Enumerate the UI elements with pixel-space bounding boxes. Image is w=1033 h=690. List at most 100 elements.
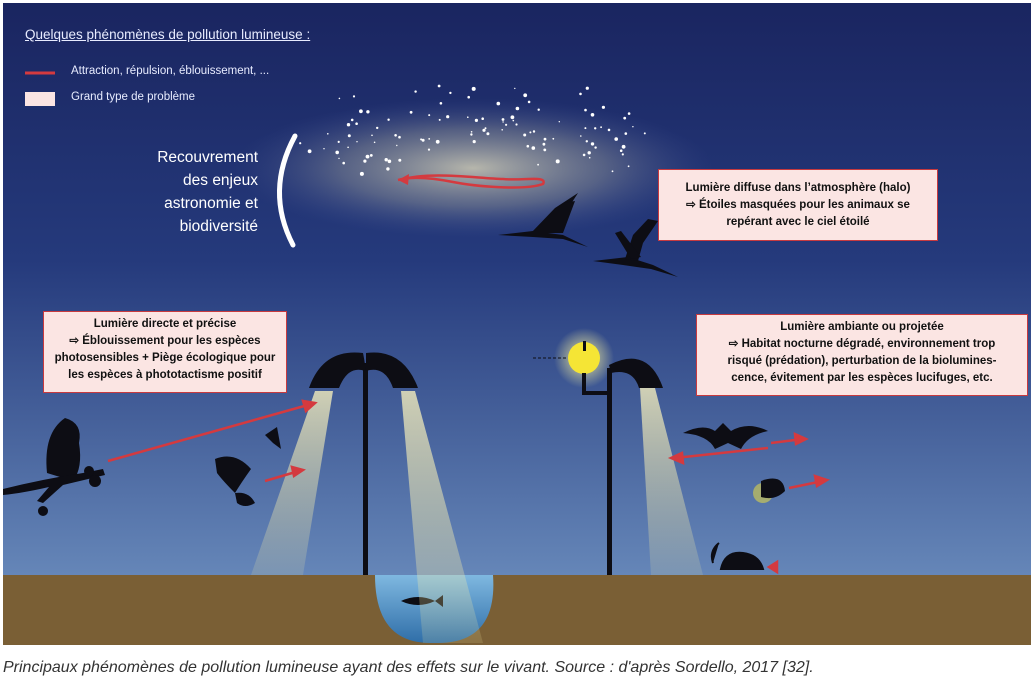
star <box>537 108 540 111</box>
star <box>373 141 376 144</box>
crane-bird-1 <box>498 193 588 247</box>
street-lamp-2 <box>533 328 663 575</box>
star <box>619 149 623 152</box>
star <box>470 131 473 133</box>
star <box>387 118 390 121</box>
mouse-silhouette <box>710 542 765 570</box>
star <box>594 127 597 130</box>
star <box>338 157 340 160</box>
moth-1 <box>265 427 281 449</box>
star <box>505 123 508 126</box>
ground <box>3 575 1031 645</box>
star <box>387 159 392 164</box>
star <box>467 95 471 99</box>
star <box>594 146 597 149</box>
star <box>427 148 431 151</box>
star <box>386 167 390 171</box>
lamp1-beam-right <box>401 391 483 643</box>
star <box>587 151 591 155</box>
star <box>523 93 528 98</box>
effect-arrows <box>107 399 830 575</box>
attraction-loop-arrow <box>397 174 545 189</box>
star <box>558 121 560 123</box>
legend-swatch-box <box>25 92 55 106</box>
star <box>369 154 373 157</box>
owl-on-branch <box>3 418 105 516</box>
star <box>437 84 441 88</box>
star <box>409 110 413 114</box>
star <box>510 115 515 120</box>
overlap-label: Recouvrement des enjeux astronomie et bi… <box>157 149 258 235</box>
star <box>537 163 539 166</box>
star <box>600 126 602 129</box>
star <box>474 118 478 122</box>
star <box>359 171 364 176</box>
star <box>501 129 504 131</box>
star <box>584 127 587 130</box>
star <box>532 130 536 133</box>
star <box>350 118 354 122</box>
star <box>394 134 397 137</box>
legend-title: Quelques phénomènes de pollution lumineu… <box>25 27 311 42</box>
star <box>376 126 379 130</box>
star <box>363 159 367 163</box>
star <box>526 144 530 148</box>
star <box>496 101 501 106</box>
firefly <box>753 478 785 503</box>
star <box>627 112 631 115</box>
star <box>435 139 440 144</box>
star <box>337 140 340 143</box>
ambient-light-box: Lumière ambiante ou projetée ⇨ Habitat n… <box>696 314 1028 396</box>
star <box>582 153 586 157</box>
star <box>347 146 349 149</box>
star <box>579 92 582 96</box>
star <box>384 158 388 162</box>
star <box>327 133 329 135</box>
star <box>580 135 582 137</box>
star <box>624 132 628 135</box>
star <box>299 142 302 145</box>
star <box>346 123 351 127</box>
star <box>514 87 516 90</box>
star <box>512 119 515 122</box>
star <box>585 140 588 143</box>
lamp1-beam-left <box>251 391 333 575</box>
star <box>414 90 417 93</box>
star <box>607 128 611 132</box>
legend-item-box: Grand type de problème <box>71 91 196 103</box>
star <box>352 95 356 98</box>
star <box>601 105 606 109</box>
street-lamp-1 <box>309 352 418 575</box>
lamp2-beam <box>640 388 703 575</box>
night-sky <box>3 3 1031 575</box>
halo-box: Lumière diffuse dans l’atmosphère (halo)… <box>658 169 938 241</box>
star <box>515 106 520 111</box>
star <box>643 132 646 135</box>
star <box>632 126 634 128</box>
star <box>484 127 487 130</box>
sky-halo <box>233 98 713 238</box>
star <box>627 165 630 168</box>
star <box>470 133 473 136</box>
star <box>356 141 358 143</box>
star <box>611 170 614 173</box>
star <box>590 142 595 146</box>
star <box>428 114 431 117</box>
star <box>359 109 363 114</box>
star <box>347 134 351 138</box>
star <box>338 97 341 100</box>
stars <box>281 84 646 176</box>
star <box>398 135 401 139</box>
star <box>342 161 346 165</box>
star <box>502 121 504 123</box>
star <box>501 118 505 121</box>
star <box>523 133 527 137</box>
star <box>439 102 443 105</box>
star <box>482 128 486 132</box>
star <box>449 91 452 95</box>
star <box>588 156 591 159</box>
star <box>527 100 531 104</box>
star <box>623 116 627 120</box>
star <box>585 86 589 90</box>
star <box>584 108 587 112</box>
